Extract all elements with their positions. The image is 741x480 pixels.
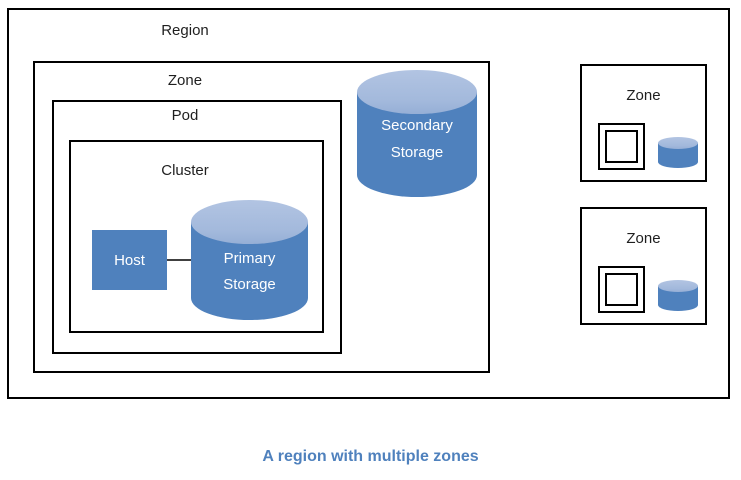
cluster-box bbox=[69, 140, 324, 333]
pod-label: Pod bbox=[171, 107, 199, 124]
host-storage-connector-line bbox=[167, 259, 191, 261]
small-zone-bottom-storage-cylinder bbox=[658, 280, 698, 311]
secondary-storage-label: Secondary Storage bbox=[381, 117, 453, 161]
small-zone-top-pod-square bbox=[598, 123, 645, 170]
cylinder-top-ellipse bbox=[357, 70, 477, 114]
cylinder-top-ellipse bbox=[658, 137, 698, 149]
small-zone-bottom-label: Zone bbox=[626, 230, 661, 247]
primary-storage-label: Primary Storage bbox=[223, 250, 276, 293]
primary-storage-cylinder: Primary Storage bbox=[191, 200, 308, 320]
host-label: Host bbox=[114, 251, 145, 269]
small-zone-top-label: Zone bbox=[626, 87, 661, 104]
region-label: Region bbox=[161, 22, 209, 39]
secondary-storage-cylinder: Secondary Storage bbox=[357, 70, 477, 197]
pod-box bbox=[52, 100, 342, 354]
small-zone-bottom-pod-square bbox=[598, 266, 645, 313]
zone-box bbox=[33, 61, 490, 373]
small-zone-top-storage-cylinder bbox=[658, 137, 698, 168]
diagram-caption: A region with multiple zones bbox=[262, 448, 479, 465]
cylinder-top-ellipse bbox=[191, 200, 308, 244]
small-zone-bottom-box bbox=[580, 207, 707, 325]
region-box bbox=[7, 8, 730, 399]
small-zone-top-cluster-square bbox=[605, 130, 638, 163]
small-zone-bottom-cluster-square bbox=[605, 273, 638, 306]
cylinder-top-ellipse bbox=[658, 280, 698, 292]
zone-label: Zone bbox=[167, 72, 203, 89]
cluster-label: Cluster bbox=[161, 162, 209, 179]
small-zone-top-box bbox=[580, 64, 707, 182]
host-box: Host bbox=[92, 230, 167, 290]
